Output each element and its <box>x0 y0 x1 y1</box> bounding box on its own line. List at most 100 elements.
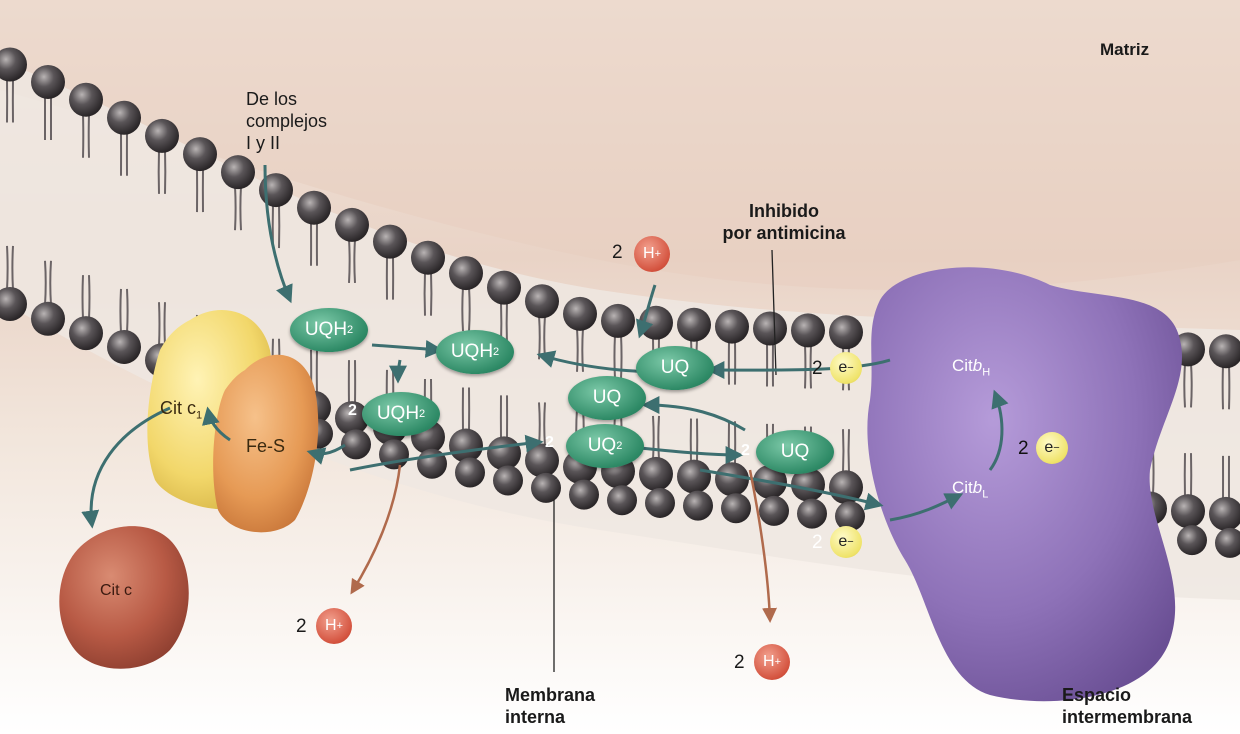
cit-bl-italic: b <box>973 478 982 497</box>
phospholipid-head <box>449 256 483 290</box>
phospholipid-head <box>449 429 483 463</box>
cit-bl-subscript: L <box>982 488 988 500</box>
uqh2-molecule: UQH2 <box>436 330 514 374</box>
antimycin-line2: por antimicina <box>714 222 854 244</box>
phospholipid-head <box>145 119 179 153</box>
phospholipid-head-back <box>683 491 713 521</box>
cit-bh-italic: b <box>973 356 982 375</box>
proton-ion: H+ <box>754 644 790 680</box>
phospholipid-head-back <box>341 429 371 459</box>
phospholipid-head <box>107 101 141 135</box>
phospholipid-head-back <box>531 473 561 503</box>
uqh2-subscript: 2 <box>493 346 499 358</box>
phospholipid-head <box>221 155 255 189</box>
phospholipid-head-back <box>455 457 485 487</box>
inner-membrane-line1: Membrana <box>505 684 595 706</box>
electron-count: 2 <box>812 532 823 554</box>
phospholipid-head <box>31 65 65 99</box>
uq2-subscript: 2 <box>616 440 622 452</box>
phospholipid-head <box>107 330 141 364</box>
phospholipid-head <box>563 297 597 331</box>
phospholipid-head <box>791 313 825 347</box>
cit-bh-subscript: H <box>982 366 990 378</box>
intermembrane-line1: Espacio <box>1062 684 1192 706</box>
inner-membrane-line2: interna <box>505 706 595 728</box>
phospholipid-head <box>753 312 787 346</box>
uqh2-subscript: 2 <box>347 324 353 336</box>
phospholipid-head-back <box>493 466 523 496</box>
uq2-text: UQ <box>588 435 617 457</box>
antimycin-line1: Inhibido <box>714 200 854 222</box>
phospholipid-head <box>69 83 103 117</box>
electron: e− <box>830 526 862 558</box>
uq2-molecule: UQ2 <box>566 424 644 468</box>
phospholipid-head <box>411 241 445 275</box>
proton-symbol: H <box>763 653 775 671</box>
phospholipid-head-back <box>645 488 675 518</box>
phospholipid-head <box>183 137 217 171</box>
cit-bh-label: CitbH <box>952 356 990 378</box>
phospholipid-head-back <box>1177 525 1207 555</box>
phospholipid-head <box>69 316 103 350</box>
phospholipid-head <box>829 315 863 349</box>
uqh2-subscript: 2 <box>419 408 425 420</box>
electron: e− <box>830 352 862 384</box>
phospholipid-head <box>525 284 559 318</box>
stoichiometry-2: 2 <box>741 442 750 460</box>
phospholipid-head <box>487 271 521 305</box>
phospholipid-head-back <box>721 493 751 523</box>
electron-symbol: e <box>1044 439 1053 457</box>
phospholipid-head <box>373 225 407 259</box>
phospholipid-head-back <box>569 480 599 510</box>
cit-bl-label: CitbL <box>952 478 988 500</box>
electron-symbol: e <box>838 359 847 377</box>
proton-count: 2 <box>612 242 623 264</box>
phospholipid-head-back <box>759 496 789 526</box>
proton-ion: H+ <box>634 236 670 272</box>
inner-membrane-label: Membrana interna <box>505 684 595 728</box>
from-complexes-line2: complejos <box>246 110 327 132</box>
cit-c-label: Cit c <box>100 582 132 600</box>
proton-ion: H+ <box>316 608 352 644</box>
cit-c1-text: Cit c <box>160 398 196 418</box>
cit-bl-text: Cit <box>952 478 973 497</box>
proton-symbol: H <box>325 617 337 635</box>
phospholipid-head <box>601 304 635 338</box>
intermembrane-line2: intermembrana <box>1062 706 1192 728</box>
cit-bh-text: Cit <box>952 356 973 375</box>
proton-count: 2 <box>296 616 307 638</box>
proton-charge: + <box>775 656 781 668</box>
phospholipid-head <box>31 302 65 336</box>
electron-symbol: e <box>838 533 847 551</box>
stoichiometry-2: 2 <box>348 402 357 420</box>
intermembrane-space-label: Espacio intermembrana <box>1062 684 1192 728</box>
matrix-label: Matriz <box>1100 40 1149 60</box>
phospholipid-head <box>677 460 711 494</box>
proton-count: 2 <box>734 652 745 674</box>
phospholipid-head <box>487 436 521 470</box>
electron-charge: − <box>847 536 853 548</box>
cit-c1-label: Cit c1 <box>160 398 202 422</box>
phospholipid-head <box>297 191 331 225</box>
antimycin-label: Inhibido por antimicina <box>714 200 854 244</box>
electron: e− <box>1036 432 1068 464</box>
cit-c1-subscript: 1 <box>196 410 202 422</box>
uqh2-text: UQH <box>305 319 347 341</box>
phospholipid-head <box>1171 494 1205 528</box>
proton-charge: + <box>655 248 661 260</box>
phospholipid-head <box>335 208 369 242</box>
stoichiometry-2: 2 <box>545 434 554 452</box>
from-complexes-line1: De los <box>246 88 327 110</box>
uq-molecule: UQ <box>756 430 834 474</box>
uqh2-text: UQH <box>377 403 419 425</box>
phospholipid-head <box>715 462 749 496</box>
uqh2-text: UQH <box>451 341 493 363</box>
from-complexes-label: De los complejos I y II <box>246 88 327 154</box>
phospholipid-head-back <box>797 499 827 529</box>
uqh2-molecule: UQH2 <box>290 308 368 352</box>
electron-charge: − <box>1053 442 1059 454</box>
proton-charge: + <box>337 620 343 632</box>
proton-symbol: H <box>643 245 655 263</box>
electron-charge: − <box>847 362 853 374</box>
